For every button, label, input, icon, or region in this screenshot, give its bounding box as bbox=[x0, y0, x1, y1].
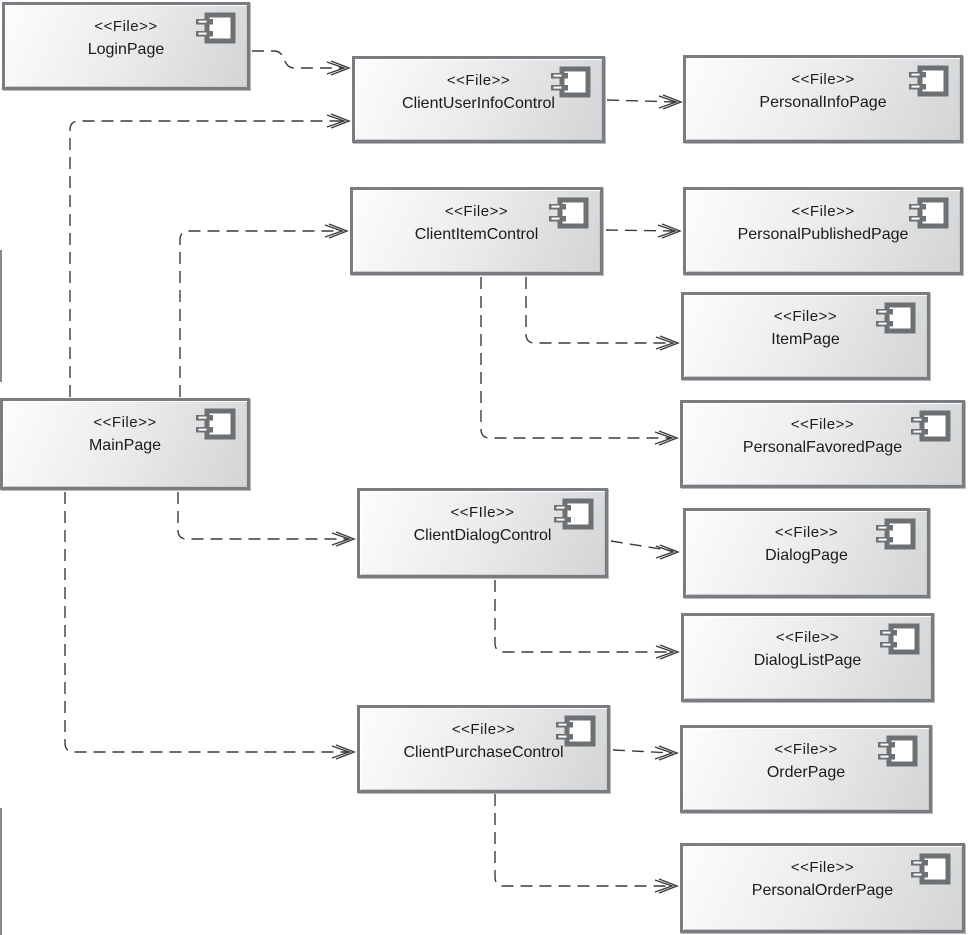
edge-clientuserinfocontrol-personalinfopage bbox=[606, 99, 677, 103]
component-dialogpage[interactable]: <<File>> DialogPage bbox=[683, 508, 930, 598]
component-mainpage[interactable]: <<File>> MainPage bbox=[0, 398, 250, 490]
stereotype-label: <<File>> bbox=[446, 72, 511, 89]
component-clientitemcontrol[interactable]: <<File>> ClientItemControl bbox=[350, 187, 603, 275]
stereotype-label: <<File>> bbox=[444, 203, 509, 220]
component-icon bbox=[880, 623, 920, 655]
component-icon bbox=[911, 410, 951, 442]
stereotype-label: <<File>> bbox=[774, 524, 839, 541]
edge-loginpage-clientuserinfocontrol bbox=[252, 50, 344, 69]
component-icon bbox=[556, 715, 596, 747]
stereotype-label: <<File>> bbox=[791, 71, 855, 88]
stereotype-label: <<File>> bbox=[790, 416, 855, 433]
component-orderpage[interactable]: <<File>> OrderPage bbox=[680, 725, 932, 813]
edge-clientdialogcontrol-dialoglistpage bbox=[494, 580, 673, 653]
component-name: PersonalPublishedPage bbox=[737, 225, 909, 243]
component-icon bbox=[876, 518, 916, 550]
component-name: ClientItemControl bbox=[414, 225, 539, 243]
component-name: DialogPage bbox=[765, 546, 848, 564]
edge-clientitemcontrol-itempage bbox=[525, 277, 673, 344]
component-icon bbox=[549, 197, 589, 229]
component-name: ClientDialogControl bbox=[413, 526, 552, 544]
component-clientdialogcontrol[interactable]: <<FIle>> ClientDialogControl bbox=[357, 488, 608, 578]
component-name: MainPage bbox=[88, 436, 162, 454]
component-dialoglistpage[interactable]: <<File>> DialogListPage bbox=[681, 613, 934, 702]
stereotype-label: <<File>> bbox=[790, 859, 855, 876]
edge-mainpage-clientitemcontrol bbox=[179, 230, 342, 397]
component-name: ClientPurchaseControl bbox=[403, 743, 564, 761]
edge-clientpurchasecontrol-orderpage bbox=[612, 749, 673, 754]
component-name: ClientUserInfoControl bbox=[402, 94, 555, 112]
stereotype-label: <<File>> bbox=[93, 414, 157, 431]
stereotype-label: <<File>> bbox=[451, 721, 516, 738]
stereotype-label: <<File>> bbox=[774, 741, 838, 758]
edge-clientitemcontrol-personalfavoredpage bbox=[480, 277, 671, 439]
component-clientuserinfocontrol[interactable]: <<File>> ClientUserInfoControl bbox=[352, 56, 605, 143]
component-icon bbox=[554, 498, 594, 530]
stereotype-label: <<File>> bbox=[791, 203, 855, 220]
component-name: PersonalOrderPage bbox=[751, 881, 894, 899]
component-personalorderpage[interactable]: <<File>> PersonalOrderPage bbox=[680, 843, 965, 933]
component-icon bbox=[551, 66, 591, 98]
edge-clientitemcontrol-personalpublishedpage bbox=[605, 229, 676, 232]
component-icon bbox=[878, 735, 918, 767]
edge-mainpage-clientpurchasecontrol bbox=[64, 492, 349, 753]
stereotype-label: <<File>> bbox=[94, 18, 158, 35]
component-personalinfopage[interactable]: <<File>> PersonalInfoPage bbox=[683, 55, 963, 143]
component-icon bbox=[196, 12, 236, 44]
component-itempage[interactable]: <<File>> ItemPage bbox=[681, 292, 930, 380]
component-name: LoginPage bbox=[87, 40, 165, 58]
component-name: PersonalFavoredPage bbox=[742, 438, 903, 456]
component-icon bbox=[196, 408, 236, 440]
component-icon bbox=[909, 65, 949, 97]
component-name: DialogListPage bbox=[753, 651, 862, 669]
component-icon bbox=[911, 853, 951, 885]
component-clientpurchasecontrol[interactable]: <<File>> ClientPurchaseControl bbox=[357, 705, 610, 793]
edge-mainpage-clientuserinfocontrol bbox=[69, 120, 344, 397]
component-icon bbox=[876, 302, 916, 334]
component-name: PersonalInfoPage bbox=[759, 93, 887, 111]
arrowheads bbox=[324, 60, 683, 894]
component-personalfavoredpage[interactable]: <<File>> PersonalFavoredPage bbox=[680, 400, 965, 488]
stereotype-label: <<File>> bbox=[775, 629, 840, 646]
stereotype-label: <<File>> bbox=[773, 308, 838, 325]
component-icon bbox=[909, 197, 949, 229]
edge-clientdialogcontrol-dialogpage bbox=[610, 540, 674, 552]
edge-mainpage-clientdialogcontrol bbox=[177, 492, 349, 540]
component-personalpublishedpage[interactable]: <<File>> PersonalPublishedPage bbox=[683, 187, 963, 275]
component-loginpage[interactable]: <<File>> LoginPage bbox=[2, 2, 250, 90]
component-name: OrderPage bbox=[766, 763, 846, 781]
edge-clientpurchasecontrol-personalorderpage bbox=[494, 794, 671, 887]
component-name: ItemPage bbox=[771, 330, 840, 348]
stereotype-label: <<FIle>> bbox=[450, 504, 515, 521]
